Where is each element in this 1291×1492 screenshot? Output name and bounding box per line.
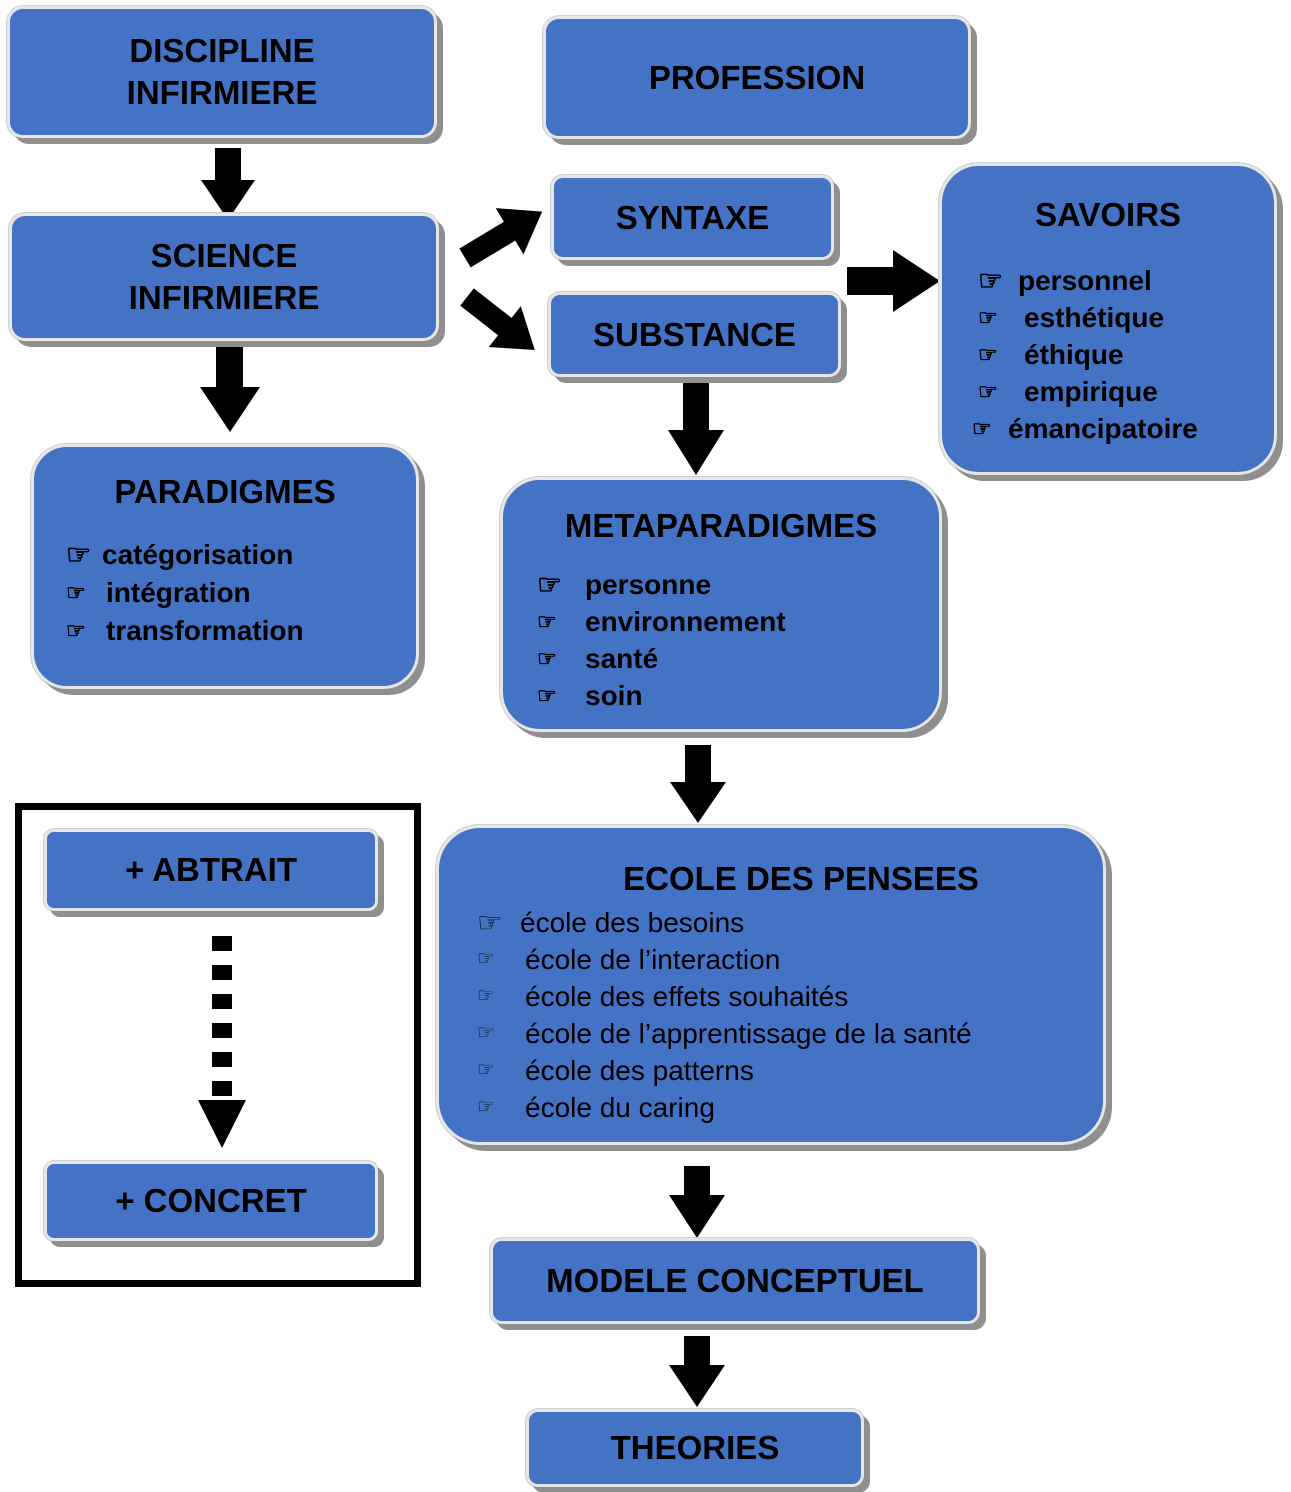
pointing-hand-icon: ☞ (66, 580, 86, 605)
paradigmes-item: ☞transformation (66, 612, 304, 650)
paradigmes-box: PARADIGMES ☞catégorisation ☞intégration … (31, 444, 419, 689)
profession-title: PROFESSION (648, 58, 866, 96)
metaparadigmes-item: ☞santé (537, 640, 786, 677)
discipline-title: DISCIPLINE INFIRMIERE (126, 32, 318, 111)
modele-title: MODELE CONCEPTUEL (546, 1262, 924, 1299)
theories-title: THEORIES (610, 1429, 780, 1466)
metaparadigmes-box: METAPARADIGMES ☞personne ☞environnement … (500, 477, 942, 732)
legend-abstract-label: + ABTRAIT (124, 851, 298, 888)
substance-box: SUBSTANCE (548, 292, 841, 377)
arrow-discipline-to-science (201, 148, 255, 220)
legend-concrete-box: + CONCRET (44, 1161, 378, 1241)
ecole-item: ☞école des effets souhaités (477, 978, 972, 1015)
savoirs-title: SAVOIRS (1034, 196, 1182, 233)
science-title: SCIENCE INFIRMIERE (128, 237, 320, 316)
ecole-list: ☞école des besoins ☞école de l’interacti… (477, 904, 972, 1126)
arrow-science-to-syntaxe (459, 208, 543, 268)
pointing-hand-icon: ☞ (477, 985, 495, 1007)
pointing-hand-icon: ☞ (972, 416, 992, 441)
profession-box: PROFESSION (543, 16, 971, 139)
legend-abstract-box: + ABTRAIT (44, 829, 378, 911)
pointing-hand-icon: ☞ (978, 342, 998, 367)
syntaxe-box: SYNTAXE (551, 175, 834, 260)
pointing-hand-icon: ☞ (477, 1096, 495, 1118)
arrow-substance-to-metaparadigmes (668, 382, 724, 475)
ecole-item: ☞école des besoins (477, 904, 972, 941)
arrow-science-to-paradigmes (200, 345, 260, 432)
arrow-syntaxe-to-savoirs (847, 250, 940, 312)
modele-box: MODELE CONCEPTUEL (490, 1238, 980, 1324)
ecole-box: ECOLE DES PENSEES ☞école des besoins ☞éc… (436, 825, 1106, 1145)
pointing-hand-icon: ☞ (477, 948, 495, 970)
pointing-hand-icon: ☞ (978, 265, 1004, 296)
savoirs-item: ☞empirique (978, 373, 1198, 410)
paradigmes-title: PARADIGMES (114, 473, 336, 510)
savoirs-item: ☞esthétique (978, 299, 1198, 336)
savoirs-list: ☞personnel ☞esthétique ☞éthique ☞empiriq… (972, 262, 1198, 447)
metaparadigmes-item: ☞personne (537, 566, 786, 603)
theories-box: THEORIES (526, 1409, 864, 1487)
legend-concrete-label: + CONCRET (115, 1182, 307, 1219)
ecole-item: ☞école de l’interaction (477, 941, 972, 978)
pointing-hand-icon: ☞ (477, 1059, 495, 1081)
pointing-hand-icon: ☞ (66, 618, 86, 643)
pointing-hand-icon: ☞ (537, 683, 557, 708)
ecole-title: ECOLE DES PENSEES (623, 860, 979, 897)
paradigmes-item: ☞intégration (66, 574, 304, 612)
pointing-hand-icon: ☞ (537, 609, 557, 634)
arrow-metaparadigmes-to-ecole (670, 745, 726, 823)
pointing-hand-icon: ☞ (978, 305, 998, 330)
substance-title: SUBSTANCE (593, 315, 796, 353)
ecole-item: ☞école du caring (477, 1089, 972, 1126)
metaparadigmes-item: ☞environnement (537, 603, 786, 640)
arrow-ecole-to-modele (669, 1166, 725, 1238)
arrow-modele-to-theories (669, 1336, 725, 1407)
pointing-hand-icon: ☞ (66, 539, 92, 570)
science-box: SCIENCE INFIRMIERE (9, 213, 439, 341)
metaparadigmes-item: ☞soin (537, 677, 786, 714)
savoirs-item: ☞émancipatoire (972, 410, 1198, 447)
metaparadigmes-list: ☞personne ☞environnement ☞santé ☞soin (537, 566, 786, 714)
paradigmes-list: ☞catégorisation ☞intégration ☞transforma… (66, 536, 304, 650)
savoirs-box: SAVOIRS ☞personnel ☞esthétique ☞éthique … (939, 163, 1277, 475)
syntaxe-title: SYNTAXE (615, 198, 770, 236)
ecole-item: ☞école de l’apprentissage de la santé (477, 1015, 972, 1052)
paradigmes-item: ☞catégorisation (66, 536, 304, 574)
ecole-item: ☞école des patterns (477, 1052, 972, 1089)
metaparadigmes-title: METAPARADIGMES (564, 507, 878, 544)
pointing-hand-icon: ☞ (477, 1022, 495, 1044)
pointing-hand-icon: ☞ (978, 379, 998, 404)
savoirs-item: ☞personnel (978, 262, 1198, 299)
discipline-box: DISCIPLINE INFIRMIERE (7, 6, 437, 138)
savoirs-item: ☞éthique (978, 336, 1198, 373)
pointing-hand-icon: ☞ (537, 569, 563, 600)
pointing-hand-icon: ☞ (477, 907, 503, 938)
legend-dotted-arrow (198, 936, 246, 1148)
arrow-science-to-substance (460, 288, 535, 350)
pointing-hand-icon: ☞ (537, 646, 557, 671)
